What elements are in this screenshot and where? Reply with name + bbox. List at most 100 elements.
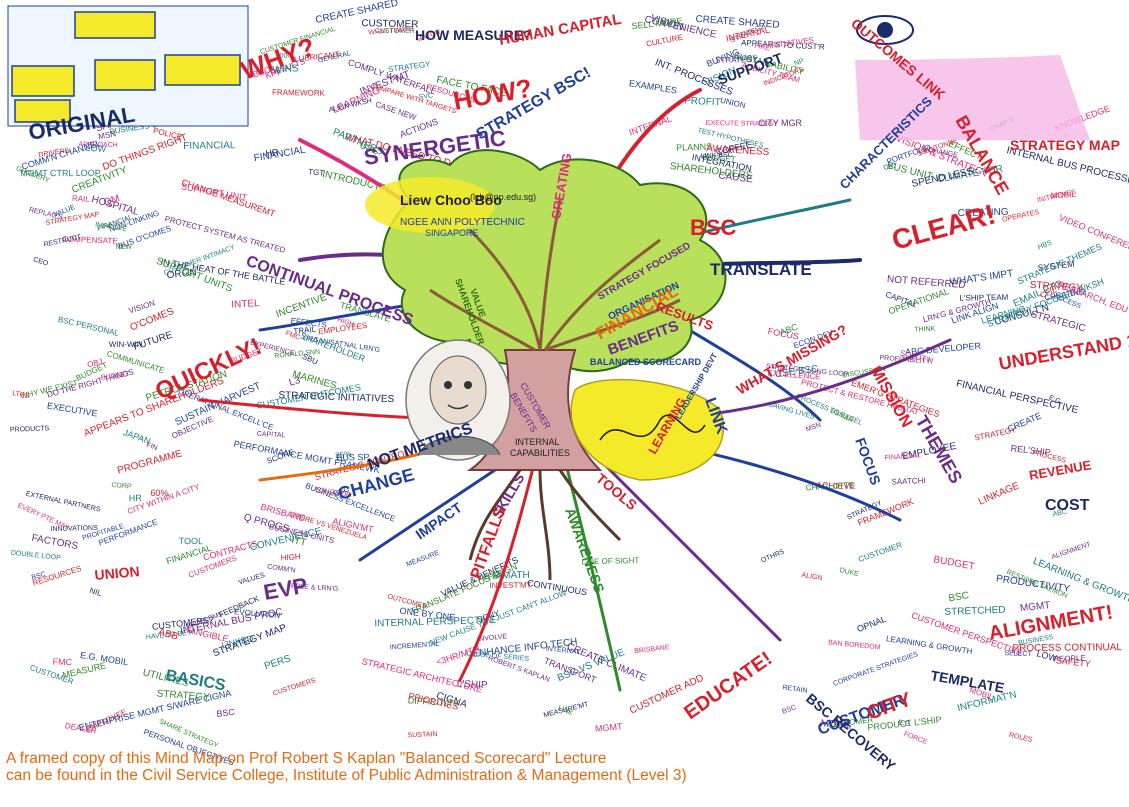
eye-icon [855,15,1090,140]
note-text: EVOLUTION [234,607,281,620]
note-text: THINK [914,326,936,334]
note-text: INVEST'MT [489,581,531,591]
note-text: FRAMEWORK [272,88,326,98]
center-location: SINGAPORE [425,228,479,238]
note-text: LOW [85,143,107,154]
note-text: ACHIEVE [816,480,856,491]
note-text: MSN [805,422,822,434]
note-text: CHANGE [928,147,959,159]
tree-branches [429,199,681,352]
note-text: PROCESS CONTINUAL [1012,642,1122,654]
caption-line-2: can be found in the Civil Service Colleg… [6,767,687,784]
note-text: WINS [272,63,299,76]
note-text: MGMT [595,721,624,733]
note-text: EXCELLENCE [767,369,820,382]
note-text: FORCE [903,731,929,746]
kaplan-portrait [405,339,511,461]
center-institution: NGEE ANN POLYTECHNIC [400,217,525,228]
note-text: FINANCIAL PERSPECTIVE [955,378,1079,416]
note-text: ABB [157,627,180,643]
note-text: BSC [216,707,236,719]
note-text: SVC [418,92,433,101]
note-text: EXAMPLES [628,78,678,96]
note-text: FMC [284,330,301,342]
note-text: CUSTOMER [361,18,418,30]
note-text: PPLE & LRN'G [291,583,339,593]
note-text: OBJ [86,357,103,369]
note-text: RONALD SNN [274,349,320,360]
note-text: DUKE [839,567,860,578]
note-text: NIL [88,586,103,598]
note-text: INTEL [231,298,260,311]
note-text: PEOPLE [1054,654,1086,664]
note-text: IMPROVE [95,221,128,233]
note-text: BSC PERSONAL [57,315,120,338]
note-text: AMATH [495,570,530,582]
note-text: HIGH [280,552,301,562]
note-text: LINK BSC [701,152,733,161]
note-text: DRIVERS [38,147,70,159]
note-text: CASE NEW [374,100,418,123]
author-blob [365,177,495,233]
note-text: CITY MGR [758,118,802,128]
note-text: SELECT [1004,650,1032,658]
note-text: FINANCIAL [884,452,921,462]
note-text: LINE OF SIGHT [581,556,639,567]
note-text: HIGH [336,317,355,329]
label-translate: TRANSLATE [710,260,812,279]
note-text: INVOLVE [477,633,508,643]
note-text: FIRE [754,43,771,53]
label-why: WHY? [237,31,319,85]
note-text: STRETCHED [944,605,1005,618]
note-text: HR [129,493,143,503]
note-text: USM&R [829,408,855,425]
note-text: WHAT I WANT [368,26,415,37]
note-text: PROGS [732,54,758,62]
label-union: UNION [94,563,140,583]
label-template: TEMPLATE [929,667,1005,696]
note-text: RETAIN [782,684,808,695]
note-text: L'SHIP TEAM [959,293,1008,303]
note-text: ABC [1052,509,1068,519]
note-text: DOUBLE LOOP [10,550,61,562]
note-text: COMPENSATE [62,235,118,246]
label-understand: UNDERSTAND 1st [997,327,1129,374]
note-text: 2000 [276,52,292,60]
note-text: EXECUTE STRATEGY [706,120,779,128]
note-text: ALIGN [801,572,823,582]
label-focus: FOCUS [852,436,884,488]
note-text: INTERNAL PERSPECTIVE [374,615,496,630]
canopy-word: BALANCED SCORECARD [590,357,702,367]
note-text: ITT [290,535,307,549]
label-bsc: BSC [690,215,737,240]
note-text: NP [793,58,805,68]
note-text: CULTURE [645,33,683,49]
note-text: STRATEGY [156,689,210,704]
note-text: STRATEGY [1029,280,1083,294]
note-text: UNION [719,96,746,111]
label-cost: COST [1045,497,1090,514]
note-text: BUDGET [702,153,736,165]
note-text: OTHRS [760,548,786,564]
note-text: EXECUTIVE [46,400,98,418]
center-email: (lcb@np.edu.sg) [470,192,536,202]
note-text: APPROACH [78,141,117,149]
note-text: STRATEGIC [1029,309,1086,335]
note-text: REL'SHIP [1010,443,1051,457]
note-text: LINKAGE [977,480,1021,507]
note-text: CAPITAL [257,431,286,440]
note-text: PRODUCTS [10,425,50,433]
note-text: CUSTOMERS [272,677,317,697]
note-text: FIN [145,442,158,452]
note-text: WIN-WIN [109,340,143,349]
note-text: ROLES [1008,732,1033,744]
note-text: 60% [150,488,168,498]
note-text: COMM'N [267,564,296,575]
note-text: STRATEGIC INITIATIVES [278,390,394,405]
note-text: CORP [111,482,132,491]
note-text: PROFIT [684,96,721,109]
note-text: BSC [948,590,970,604]
note-text: PROGRAMME [116,448,184,476]
note-text: LEARNING & GROWTH [885,634,973,656]
